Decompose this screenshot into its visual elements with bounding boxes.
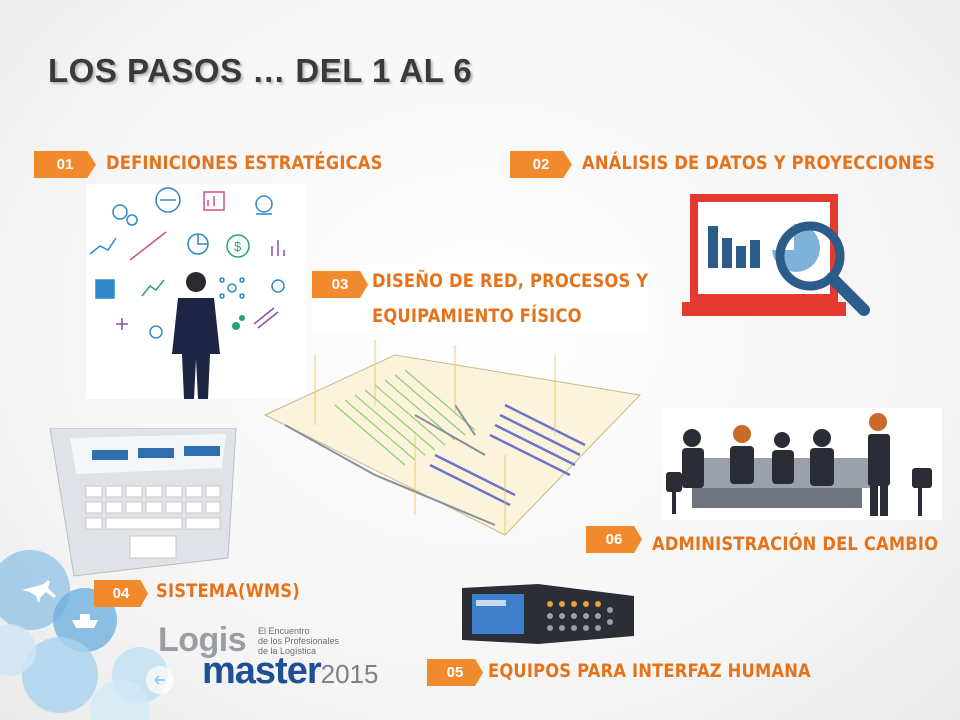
step-06-number: 06 bbox=[605, 531, 623, 548]
magnifier-icon bbox=[775, 221, 870, 316]
step-03-header-panel bbox=[312, 265, 648, 333]
step-04-badge: 04 bbox=[94, 580, 148, 607]
logo-tagline-line3: de la Logística bbox=[258, 646, 317, 656]
server-icon bbox=[155, 187, 181, 213]
map-pin-icon bbox=[95, 279, 115, 299]
strategy-illustration: $ bbox=[86, 184, 306, 399]
data-analysis-illustration bbox=[660, 180, 920, 330]
step-02-badge: 02 bbox=[510, 151, 572, 178]
logo-brand-part1: Logis bbox=[158, 621, 247, 659]
lightbulb-icon bbox=[271, 279, 285, 293]
step-01-title: DEFINICIONES ESTRATÉGICAS bbox=[106, 152, 383, 174]
logismaster-logo: Logis El Encuentro de los Profesionales … bbox=[158, 622, 393, 692]
logo-tagline-line2: de los Profesionales bbox=[258, 636, 340, 646]
step-03-title-line2: EQUIPAMIENTO FÍSICO bbox=[372, 305, 582, 327]
pie-chart-icon bbox=[187, 233, 209, 255]
logo-tagline-line1: El Encuentro bbox=[258, 626, 310, 636]
ship-icon bbox=[72, 614, 98, 628]
network-icon bbox=[219, 277, 245, 299]
logistics-circles-decoration bbox=[0, 550, 174, 720]
step-01-badge: 01 bbox=[34, 151, 96, 178]
logo-tagline: El Encuentro de los Profesionales de la … bbox=[258, 626, 339, 656]
step-05-badge: 05 bbox=[427, 659, 483, 686]
step-05-number: 05 bbox=[446, 664, 464, 681]
change-management-illustration bbox=[662, 408, 942, 520]
cloud-network-icon bbox=[255, 195, 273, 215]
logo-brand-part2: master bbox=[202, 650, 322, 692]
plus-icon bbox=[116, 318, 128, 330]
step-04-number: 04 bbox=[112, 585, 130, 602]
warehouse-layout-illustration bbox=[255, 335, 645, 550]
svg-text:$: $ bbox=[234, 239, 242, 254]
gears-icon bbox=[112, 204, 138, 226]
step-04-title: SISTEMA(WMS) bbox=[156, 580, 300, 602]
step-02-number: 02 bbox=[532, 156, 550, 173]
step-01-number: 01 bbox=[56, 156, 74, 173]
bar-chart-icon bbox=[203, 191, 225, 211]
step-03-badge: 03 bbox=[312, 271, 368, 298]
handheld-scanner-illustration bbox=[458, 578, 638, 650]
step-06-badge: 06 bbox=[586, 526, 642, 553]
line-chart-icon bbox=[89, 237, 117, 255]
step-03-number: 03 bbox=[331, 276, 349, 293]
dollar-icon: $ bbox=[226, 234, 250, 258]
step-05-title: EQUIPOS PARA INTERFAZ HUMANA bbox=[488, 660, 811, 682]
businessman-figure bbox=[172, 272, 220, 399]
laptop-icon bbox=[49, 427, 237, 577]
monitor-icon bbox=[682, 194, 846, 316]
step-03-title-line1: DISEÑO DE RED, PROCESOS Y bbox=[372, 270, 649, 292]
airplane-icon bbox=[22, 580, 56, 602]
gear-icon bbox=[149, 325, 163, 339]
slide-title: LOS PASOS … DEL 1 AL 6 bbox=[48, 52, 473, 89]
scanner-device-icon bbox=[462, 584, 634, 644]
step-02-title: ANÁLISIS DE DATOS Y PROYECCIONES bbox=[582, 152, 936, 174]
wms-laptop-illustration bbox=[46, 427, 246, 578]
step-06-title: ADMINISTRACIÓN DEL CAMBIO bbox=[652, 533, 939, 555]
logo-year: 2015 bbox=[320, 659, 379, 689]
